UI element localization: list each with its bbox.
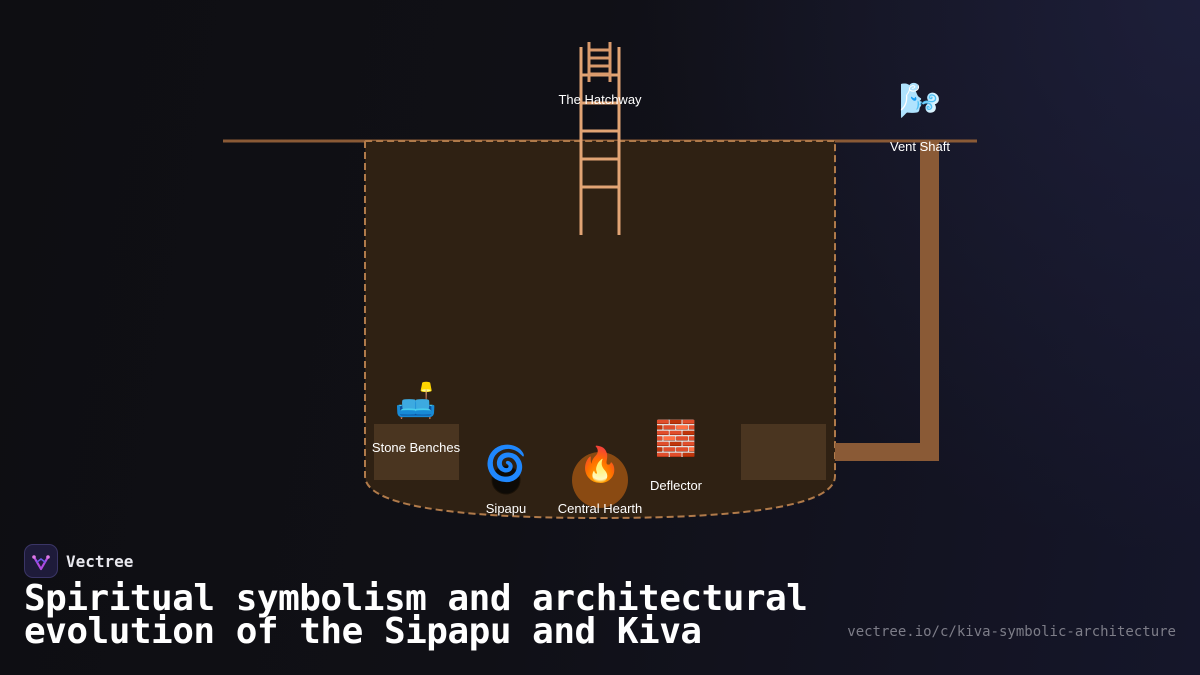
vectree-logo-icon xyxy=(24,544,58,578)
brand[interactable]: Vectree xyxy=(24,544,133,578)
page-title: Spiritual symbolism and architectural ev… xyxy=(24,578,808,652)
source-url[interactable]: vectree.io/c/kiva-symbolic-architecture xyxy=(847,624,1176,640)
sipapu-label: Sipapu xyxy=(485,501,527,516)
couch-icon: 🛋️ xyxy=(394,381,438,421)
deflector-label: Deflector xyxy=(649,478,703,493)
central-hearth-label: Central Hearth xyxy=(557,501,643,516)
stone-bench-left xyxy=(374,424,459,480)
sipapu-hole xyxy=(491,465,521,495)
spiral-icon: 🌀 xyxy=(484,444,528,484)
stone-bench-right xyxy=(741,424,826,480)
central-hearth-pit xyxy=(572,452,628,508)
brand-name: Vectree xyxy=(66,551,134,571)
wind-icon: 🌬️ xyxy=(898,81,942,121)
brick-icon: 🧱 xyxy=(654,419,698,459)
kiva-chamber xyxy=(364,140,836,520)
vent-shaft-label: Vent Shaft xyxy=(890,139,950,154)
vent-shaft-horizontal xyxy=(835,443,939,461)
fire-icon: 🔥 xyxy=(578,445,622,485)
ladder-icon xyxy=(587,42,612,82)
hatchway-label: The Hatchway xyxy=(558,92,642,107)
stone-benches-label: Stone Benches xyxy=(371,440,461,455)
vent-shaft-vertical xyxy=(920,141,939,461)
